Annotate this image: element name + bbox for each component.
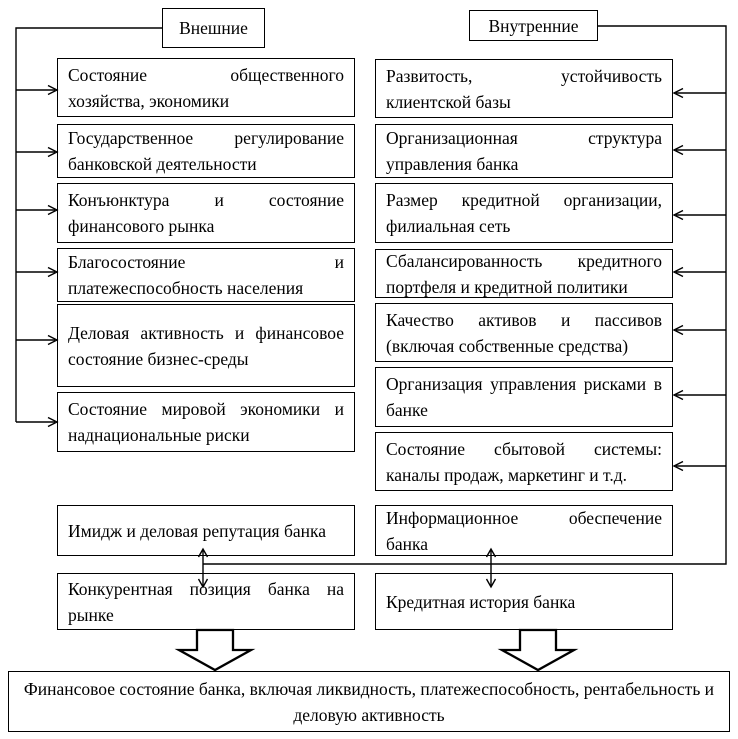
factor-text: Размер кредитной организации, филиальная… xyxy=(386,190,662,236)
factor-text: Конъюнктура и состояние финансового рынк… xyxy=(68,190,344,236)
arrow-right-icon xyxy=(47,204,59,216)
arrow-right-icon xyxy=(47,84,59,96)
internal-factor-credit-portfolio: Сбалансированность кредитного портфеля и… xyxy=(375,249,673,298)
factor-text: Качество активов и пассивов (включая соб… xyxy=(386,309,662,356)
box-competitive-position: Конкурентная позиция банка на рынке xyxy=(57,573,355,630)
internal-factor-assets-quality: Качество активов и пассивов (включая соб… xyxy=(375,303,673,362)
arrow-left-icon xyxy=(672,324,684,336)
header-internal-label: Внутренние xyxy=(488,15,579,36)
box-image-reputation: Имидж и деловая репутация банка xyxy=(57,505,355,556)
internal-factor-risk-management: Организация управления рисками в банке xyxy=(375,367,673,427)
factor-text: Организация управления рисками в банке xyxy=(386,374,662,420)
factor-text: Организационная структура управления бан… xyxy=(386,128,662,174)
block-arrow-down-left xyxy=(174,628,256,672)
internal-factor-org-structure: Организационная структура управления бан… xyxy=(375,124,673,178)
arrow-left-icon xyxy=(672,144,684,156)
external-factor-state-regulation: Государственное регулирование банковской… xyxy=(57,124,355,178)
factor-text: Кредитная история банка xyxy=(386,591,576,612)
factor-text: Деловая активность и финансовое состояни… xyxy=(68,322,344,369)
arrow-right-icon xyxy=(47,334,59,346)
box-financial-state-result: Финансовое состояние банка, включая ликв… xyxy=(8,671,730,732)
external-factor-business-activity: Деловая активность и финансовое состояни… xyxy=(57,304,355,387)
internal-factor-client-base: Развитость, устойчивость клиентской базы xyxy=(375,59,673,118)
box-information-support: Информационное обеспечение банка xyxy=(375,505,673,556)
arrow-right-icon xyxy=(47,266,59,278)
arrow-left-icon xyxy=(672,87,684,99)
external-factor-world-economy: Состояние мировой экономики и наднациона… xyxy=(57,392,355,452)
factor-text: Благосостояние и платежеспособность насе… xyxy=(68,252,344,298)
external-factor-financial-market: Конъюнктура и состояние финансового рынк… xyxy=(57,183,355,243)
factor-text: Информационное обеспечение банка xyxy=(386,507,662,554)
arrow-right-icon xyxy=(47,416,59,428)
factor-text: Конкурентная позиция банка на рынке xyxy=(68,578,344,625)
factor-text: Состояние мировой экономики и наднациона… xyxy=(68,399,344,445)
arrow-left-icon xyxy=(672,266,684,278)
arrow-left-icon xyxy=(672,209,684,221)
factor-text: Развитость, устойчивость клиентской базы xyxy=(386,65,662,112)
header-external-label: Внешние xyxy=(179,18,248,38)
factor-text: Государственное регулирование банковской… xyxy=(68,128,344,174)
block-arrow-down-right xyxy=(497,628,579,672)
factor-text: Состояние сбытовой системы: каналы прода… xyxy=(386,438,662,485)
internal-factor-sales-system: Состояние сбытовой системы: каналы прода… xyxy=(375,432,673,491)
header-external-factors: Внешние xyxy=(162,8,265,48)
header-internal-factors: Внутренние xyxy=(469,10,598,41)
factor-text: Состояние общественного хозяйства, эконо… xyxy=(68,64,344,111)
arrow-left-icon xyxy=(672,460,684,472)
result-text: Финансовое состояние банка, включая ликв… xyxy=(23,678,715,725)
box-credit-history: Кредитная история банка xyxy=(375,573,673,630)
internal-factor-org-size: Размер кредитной организации, филиальная… xyxy=(375,183,673,243)
factor-text: Сбалансированность кредитного портфеля и… xyxy=(386,250,662,297)
external-factor-population-welfare: Благосостояние и платежеспособность насе… xyxy=(57,248,355,302)
external-factor-economy: Состояние общественного хозяйства, эконо… xyxy=(57,58,355,117)
arrow-left-icon xyxy=(672,389,684,401)
arrow-right-icon xyxy=(47,146,59,158)
factor-text: Имидж и деловая репутация банка xyxy=(68,520,327,541)
